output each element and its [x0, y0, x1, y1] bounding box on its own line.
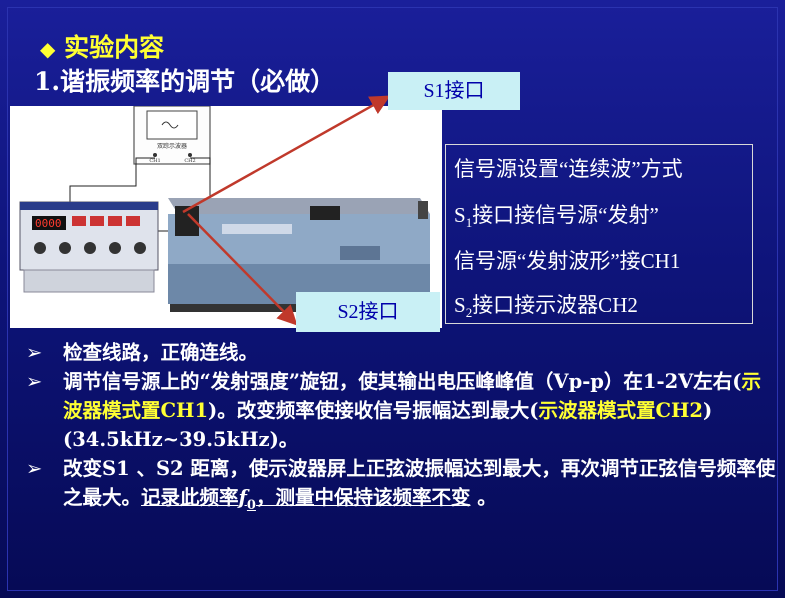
list-item: ➢ 检查线路，正确连线。: [26, 338, 776, 367]
slide-frame: [7, 7, 778, 591]
bullet-3-end: 。: [470, 486, 497, 509]
ch1-label: CH1: [149, 158, 160, 164]
bullet-3-f: f: [238, 486, 247, 509]
bullet-2-text-c: )(34.5kHz~39.5kHz)。: [63, 399, 713, 451]
list-item: ➢ 调节信号源上的“发射强度”旋钮，使其输出电压峰峰值（Vp-p）在1-2V左右…: [26, 367, 776, 454]
bullet-2-highlight-2: 示波器模式置CH2: [538, 399, 703, 422]
arrow-bullet-icon: ➢: [26, 370, 43, 393]
s1-callout: S1接口: [388, 72, 520, 110]
s1-arrow: [182, 95, 391, 214]
info-line-4-sub: 2: [465, 305, 473, 321]
info-line-1: 信号源设置“连续波”方式: [454, 157, 683, 181]
bullet-2-text-a: 调节信号源上的“发射强度”旋钮，使其输出电压峰峰值（Vp-p）在1-2V左右(: [63, 370, 742, 393]
info-line-3: 信号源“发射波形”接CH1: [454, 249, 681, 273]
apparatus-photo: 双踪示波器 CH1 CH2 0000: [10, 105, 442, 328]
diamond-icon: ◆: [40, 37, 56, 61]
bullet-3-underline-2: ，测量中保持该频率不变: [255, 486, 471, 509]
oscilloscope-label: 双踪示波器: [157, 142, 187, 150]
section-title: ◆ 实验内容: [40, 28, 164, 64]
instruction-list: ➢ 检查线路，正确连线。 ➢ 调节信号源上的“发射强度”旋钮，使其输出电压峰峰值…: [26, 338, 776, 520]
s2-arrow: [187, 213, 298, 326]
info-line-4-rest: 接口接示波器CH2: [472, 293, 638, 317]
info-line-2-s: S: [454, 203, 466, 227]
arrow-bullet-icon: ➢: [26, 341, 43, 364]
connection-info-box: 信号源设置“连续波”方式 S1接口接信号源“发射” 信号源“发射波形”接CH1 …: [445, 144, 753, 324]
subtitle: 1.谐振频率的调节（必做）: [34, 67, 336, 96]
bullet-1-text: 检查线路，正确连线。: [63, 341, 259, 364]
info-line-2-sub: 1: [465, 215, 473, 231]
info-line-4-s: S: [454, 293, 466, 317]
info-line-4: S2接口接示波器CH2: [454, 289, 638, 321]
bullet-3-sub: 0: [246, 497, 256, 513]
generator-display: 0000: [35, 217, 62, 230]
s2-callout: S2接口: [296, 292, 440, 332]
section-title-text: 实验内容: [64, 33, 165, 62]
bullet-2-highlight-1: 示波器模式置CH1: [63, 370, 762, 422]
arrow-bullet-icon: ➢: [26, 457, 43, 480]
list-item: ➢ 改变S1 、S2 距离，使示波器屏上正弦波振幅达到最大，再次调节正弦信号频率…: [26, 454, 776, 520]
bullet-3-underline-1: 记录此频率: [141, 486, 239, 509]
ch2-label: CH2: [184, 158, 195, 164]
info-line-2-rest: 接口接信号源“发射”: [472, 203, 659, 227]
bullet-3-text-a: 改变S1 、S2 距离，使示波器屏上正弦波振幅达到最大，再次调节正弦信号频率使之…: [63, 457, 776, 509]
info-line-2: S1接口接信号源“发射”: [454, 199, 659, 231]
bullet-2-text-b: )。改变频率使接收信号振幅达到最大(: [208, 399, 539, 422]
